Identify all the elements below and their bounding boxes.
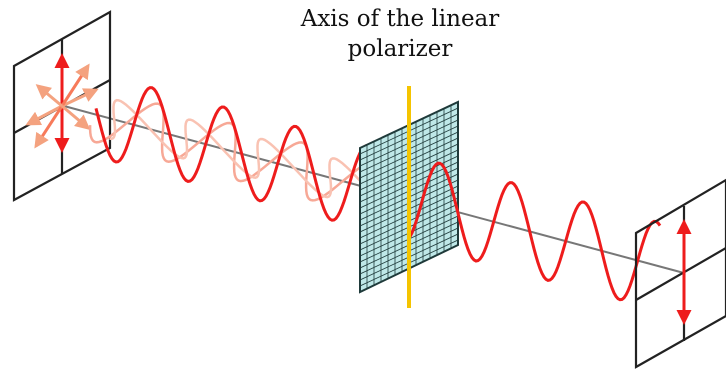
caption-line-2: polarizer: [270, 34, 530, 64]
right-frame: [636, 180, 726, 367]
polarizer-axis-caption: Axis of the linear polarizer: [270, 4, 530, 64]
unpolarized-wave-main: [96, 88, 376, 221]
unpolarized-wave-faded-1: [90, 104, 380, 201]
caption-line-1: Axis of the linear: [270, 4, 530, 34]
unpolarized-arrows: [28, 56, 96, 150]
unpolarized-wave-faded-2: [110, 100, 387, 208]
